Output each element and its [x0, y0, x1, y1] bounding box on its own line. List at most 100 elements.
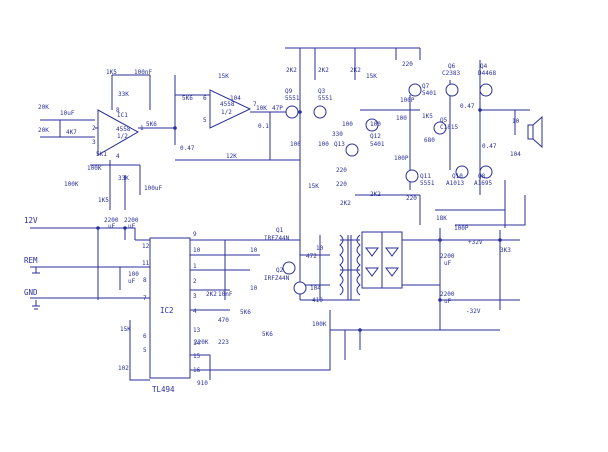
ic2-pin-2: 2: [193, 278, 197, 285]
label-r-15k-b: 15K: [366, 73, 377, 80]
wiring: [30, 47, 530, 381]
ic2-pin-16: 16: [193, 367, 201, 374]
ic1b-half: 1/2: [221, 109, 232, 116]
label-q8-part: A1695: [474, 180, 492, 187]
transistor-icon: [345, 143, 359, 157]
label-q4: Q4: [480, 63, 488, 70]
transformer: [339, 234, 361, 300]
label-r-5k6: 5K6: [146, 121, 157, 128]
label-r-047-b: 0.47: [482, 143, 497, 150]
transformer-icon: [339, 234, 344, 296]
label-r-472: 472: [306, 253, 317, 260]
ground-symbols: [32, 267, 40, 310]
ic2-pin-15: 15: [193, 353, 201, 360]
ic2-pin-11: 11: [142, 260, 150, 267]
label-r-100k: 100K: [87, 165, 102, 172]
ic1-model: 4558: [116, 126, 131, 133]
ic2-pin-14: 14: [193, 340, 201, 347]
label-r-1k5-top: 1K5: [106, 69, 117, 76]
label-q11: Q11: [420, 173, 431, 180]
transistor-icon: [408, 83, 422, 97]
ic1-pin-8: 8: [116, 107, 120, 114]
junctions: [96, 108, 502, 332]
label-c-2200-neg: 2200: [440, 291, 455, 298]
output-labels: 220 Q7 5401 100P 100 1K5 Q5 C1815 680 10…: [394, 61, 521, 232]
label-c-10nf: 10nF: [218, 291, 233, 298]
ic2-pin-10: 10: [193, 247, 201, 254]
transistor-icon: [433, 121, 447, 135]
label-c-2200-pos: 2200: [440, 253, 455, 260]
ic2-body: [149, 237, 191, 379]
ic2-pin-5: 5: [143, 347, 147, 354]
label-r-15k-c: 15K: [308, 183, 319, 190]
ic2-pin-8: 8: [143, 277, 147, 284]
label-r-2k2-e: 2K2: [370, 191, 381, 198]
label-r-2k2-ic2: 2K2: [206, 291, 217, 298]
label-r-100-b: 100: [318, 141, 329, 148]
label-c-2200-pos-unit: uF: [444, 260, 452, 267]
label-r-5k1: 5K1: [96, 151, 107, 158]
driver-labels: 2K2 2K2 2K2 15K Q9 5551 Q3 5551 100 100 …: [285, 67, 385, 207]
ic2-tl494: IC2 TL494 12 11 8 7 6 5 9 10 1 2 3 4 13 …: [142, 231, 201, 394]
label-c-100-rem: 100: [128, 271, 139, 278]
label-r-100-c: 100: [342, 121, 353, 128]
ground-icon: [32, 267, 40, 274]
ic2-pin-4: 4: [193, 308, 197, 315]
label-r-047-a: 0.47: [460, 103, 475, 110]
label-c-104-out: 104: [510, 151, 521, 158]
label-r-15k-fb: 15K: [218, 73, 229, 80]
label-r-5k6-b: 5K6: [262, 331, 273, 338]
label-gnd: GND: [24, 288, 38, 297]
label-c-104-sn: 104: [310, 285, 321, 292]
label-r-1k5-c: 1K5: [422, 113, 433, 120]
label-r-100k-fb: 100K: [312, 321, 327, 328]
ic1b-opamp: 4558 1/2 6 5 7: [203, 89, 257, 129]
label-q4-part: D4468: [478, 70, 496, 77]
label-c-10uf: 10uF: [60, 110, 75, 117]
label-r-220-a: 220: [402, 61, 413, 68]
label-q11-part: 5551: [420, 180, 435, 187]
label-r-10-q1: 10: [250, 247, 258, 254]
transistor-icon: [282, 261, 296, 275]
label-c-100p-a: 100P: [400, 97, 415, 104]
label-c-100nf: 100nF: [134, 69, 152, 76]
ic1-pin-4: 4: [116, 153, 120, 160]
transistor-icon: [455, 165, 469, 179]
transistor-icon: [405, 169, 419, 183]
transistor-icon: [293, 281, 307, 295]
label-r-20k-b: 20K: [38, 127, 49, 134]
ic1-opamp: 4558 1/2 IC1 2 3 1 8 4: [92, 107, 144, 160]
label-c-223: 223: [218, 339, 229, 346]
label-12v: 12V: [24, 216, 38, 225]
label-q12: Q12: [370, 133, 381, 140]
label-q9: Q9: [285, 88, 293, 95]
label-q12-part: 5401: [370, 141, 385, 148]
label-r-470: 470: [218, 317, 229, 324]
label-c-100p-b: 100P: [394, 155, 409, 162]
ground-icon: [32, 300, 40, 310]
transistor-icon: [285, 105, 299, 119]
ic2-pin-12: 12: [142, 243, 150, 250]
label-r-10-out: 10: [512, 118, 520, 125]
label-r-100-e: 100: [396, 115, 407, 122]
label-q9-part: 5551: [285, 95, 300, 102]
label-r-15k-ic2: 15K: [120, 326, 131, 333]
speaker-icon: [527, 124, 534, 140]
label-r-2k2-d: 2K2: [340, 200, 351, 207]
label-rem: REM: [24, 256, 38, 265]
ic2-model: TL494: [152, 385, 175, 394]
opamp-triangle-icon: [209, 89, 252, 129]
label-q10-part: A1013: [446, 180, 464, 187]
label-q5: Q5: [440, 117, 448, 124]
label-c-2200-b-unit: uF: [128, 223, 136, 230]
ic2-pin-13: 13: [193, 327, 201, 334]
label-plus-32v: +32V: [468, 239, 483, 246]
label-r-3k3: 3K3: [500, 247, 511, 254]
label-r-220-b: 220: [406, 195, 417, 202]
label-r-10k: 10K: [256, 105, 267, 112]
label-q6: Q6: [448, 63, 456, 70]
supply-labels: 2200 uF 2200 uF 100 uF 3K3 2200 uF 2200 …: [104, 217, 511, 305]
ic1-pin-1: 1: [140, 125, 144, 132]
label-c-2200-neg-unit: uF: [444, 298, 452, 305]
